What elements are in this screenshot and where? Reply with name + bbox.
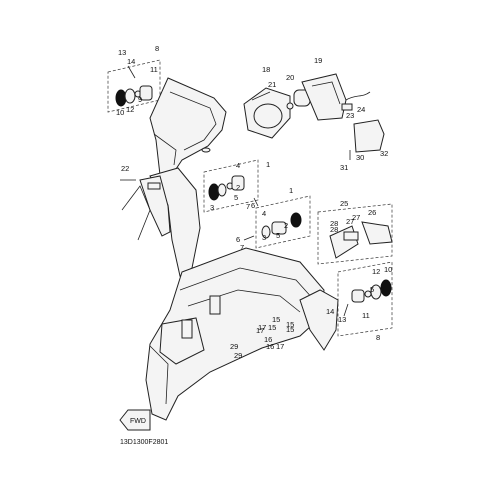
callout-31: 31 xyxy=(340,163,348,172)
callout-15: 15 xyxy=(268,323,276,332)
callout-2: 2 xyxy=(236,183,240,192)
callout-26: 26 xyxy=(368,208,376,217)
callout-6: 6 xyxy=(251,201,255,210)
callout-11: 11 xyxy=(150,65,158,74)
callout-7: 7 xyxy=(240,243,244,252)
rear-right-turn-signal-assembly xyxy=(337,261,393,337)
callout-10: 10 xyxy=(116,108,124,117)
callout-1: 1 xyxy=(289,186,293,195)
fwd-arrow-icon: FWD xyxy=(119,409,151,431)
callout-9: 9 xyxy=(138,95,142,104)
callout-16: 16 xyxy=(266,342,274,351)
callout-23: 23 xyxy=(346,111,354,120)
callout-19: 19 xyxy=(314,56,322,65)
callout-4: 4 xyxy=(262,209,266,218)
headlight-cowl xyxy=(149,77,227,179)
callout-20: 20 xyxy=(286,73,294,82)
callout-27: 27 xyxy=(352,213,360,222)
callout-9: 9 xyxy=(380,285,384,294)
rear-fender xyxy=(145,247,339,421)
callout-3: 3 xyxy=(210,203,214,212)
front-right-turn-signal-assembly xyxy=(203,159,259,213)
callout-2: 2 xyxy=(284,221,288,230)
callout-25: 25 xyxy=(340,199,348,208)
callout-17: 17 xyxy=(276,342,284,351)
callout-32: 32 xyxy=(380,149,388,158)
callout-30: 30 xyxy=(356,153,364,162)
callout-28: 28 xyxy=(330,225,338,234)
callout-14: 14 xyxy=(326,307,334,316)
fwd-label: FWD xyxy=(130,418,146,425)
callout-11: 11 xyxy=(362,311,370,320)
callout-4: 4 xyxy=(236,161,240,170)
callout-5: 5 xyxy=(370,285,374,294)
callout-17: 17 xyxy=(258,323,266,332)
callout-29: 29 xyxy=(234,351,242,360)
callout-5: 5 xyxy=(276,231,280,240)
callout-13: 13 xyxy=(338,315,346,324)
callout-5: 5 xyxy=(234,193,238,202)
callout-15: 15 xyxy=(272,315,280,324)
headlight-unit xyxy=(243,73,371,139)
callout-7: 7 xyxy=(246,202,250,211)
callout-6: 6 xyxy=(236,235,240,244)
diagram-code: 13D1300F2801 xyxy=(120,439,168,446)
front-left-turn-signal-assembly xyxy=(107,59,161,113)
callout-16: 16 xyxy=(264,335,272,344)
tail-light-assembly xyxy=(317,203,393,265)
callout-3: 3 xyxy=(262,233,266,242)
callout-24: 24 xyxy=(357,105,365,114)
callout-17: 17 xyxy=(256,326,264,335)
callout-14: 14 xyxy=(127,57,135,66)
callout-29: 29 xyxy=(230,342,238,351)
lens-10-shape xyxy=(115,89,127,107)
callout-22: 22 xyxy=(121,164,129,173)
callout-15: 15 xyxy=(286,325,294,334)
callout-10: 10 xyxy=(384,265,392,274)
callout-8: 8 xyxy=(376,333,380,342)
callout-21: 21 xyxy=(268,80,276,89)
front-shroud xyxy=(121,167,201,277)
callout-1: 1 xyxy=(266,160,270,169)
license-light xyxy=(349,119,385,160)
callout-12: 12 xyxy=(372,267,380,276)
callout-15: 15 xyxy=(286,320,294,329)
callout-28: 28 xyxy=(330,219,338,228)
callout-13: 13 xyxy=(118,48,126,57)
callout-18: 18 xyxy=(262,65,270,74)
callout-8: 8 xyxy=(155,44,159,53)
callout-27: 27 xyxy=(346,217,354,226)
rear-left-turn-signal-assembly xyxy=(243,195,311,249)
callout-12: 12 xyxy=(126,105,134,114)
